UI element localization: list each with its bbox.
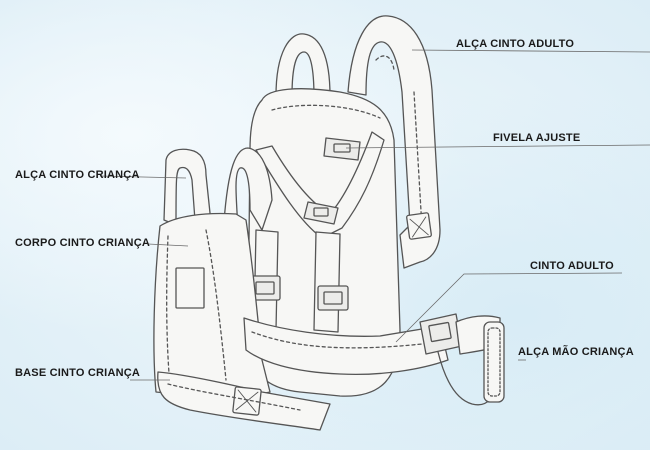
side-buckle-right [317,285,349,311]
child-strap-right-loop [223,147,273,231]
label-alca-cinto-crianca: ALÇA CINTO CRIANÇA [15,169,140,181]
label-alca-mao-crianca: ALÇA MÃO CRIANÇA [518,346,634,358]
diagonal-strap [255,131,385,239]
leader-corpo-cinto-crianca [147,243,189,247]
label-corpo-cinto-crianca: CORPO CINTO CRIANÇA [15,237,150,249]
upper-buckle [323,137,361,161]
waist-buckle [419,313,463,355]
adult-strap-tab [406,212,432,240]
label-alca-cinto-adulto: ALÇA CINTO ADULTO [456,38,575,50]
child-body-label [175,267,205,309]
chest-strap-right [313,231,341,333]
label-cinto-adulto: CINTO ADULTO [530,260,614,272]
child-hand-handle [483,321,505,403]
leader-fivela-ajuste [345,144,650,149]
adult-shoulder-strap [347,15,441,269]
lower-buckle [303,201,339,225]
leader-cinto-adulto [395,272,623,343]
child-body-panel [153,212,271,401]
label-base-cinto-crianca: BASE CINTO CRIANÇA [15,367,141,379]
leader-alca-cinto-crianca [99,175,187,179]
adult-waist-belt [243,317,449,376]
leader-alca-cinto-adulto [411,49,650,53]
label-fivela-ajuste: FIVELA AJUSTE [493,132,581,144]
